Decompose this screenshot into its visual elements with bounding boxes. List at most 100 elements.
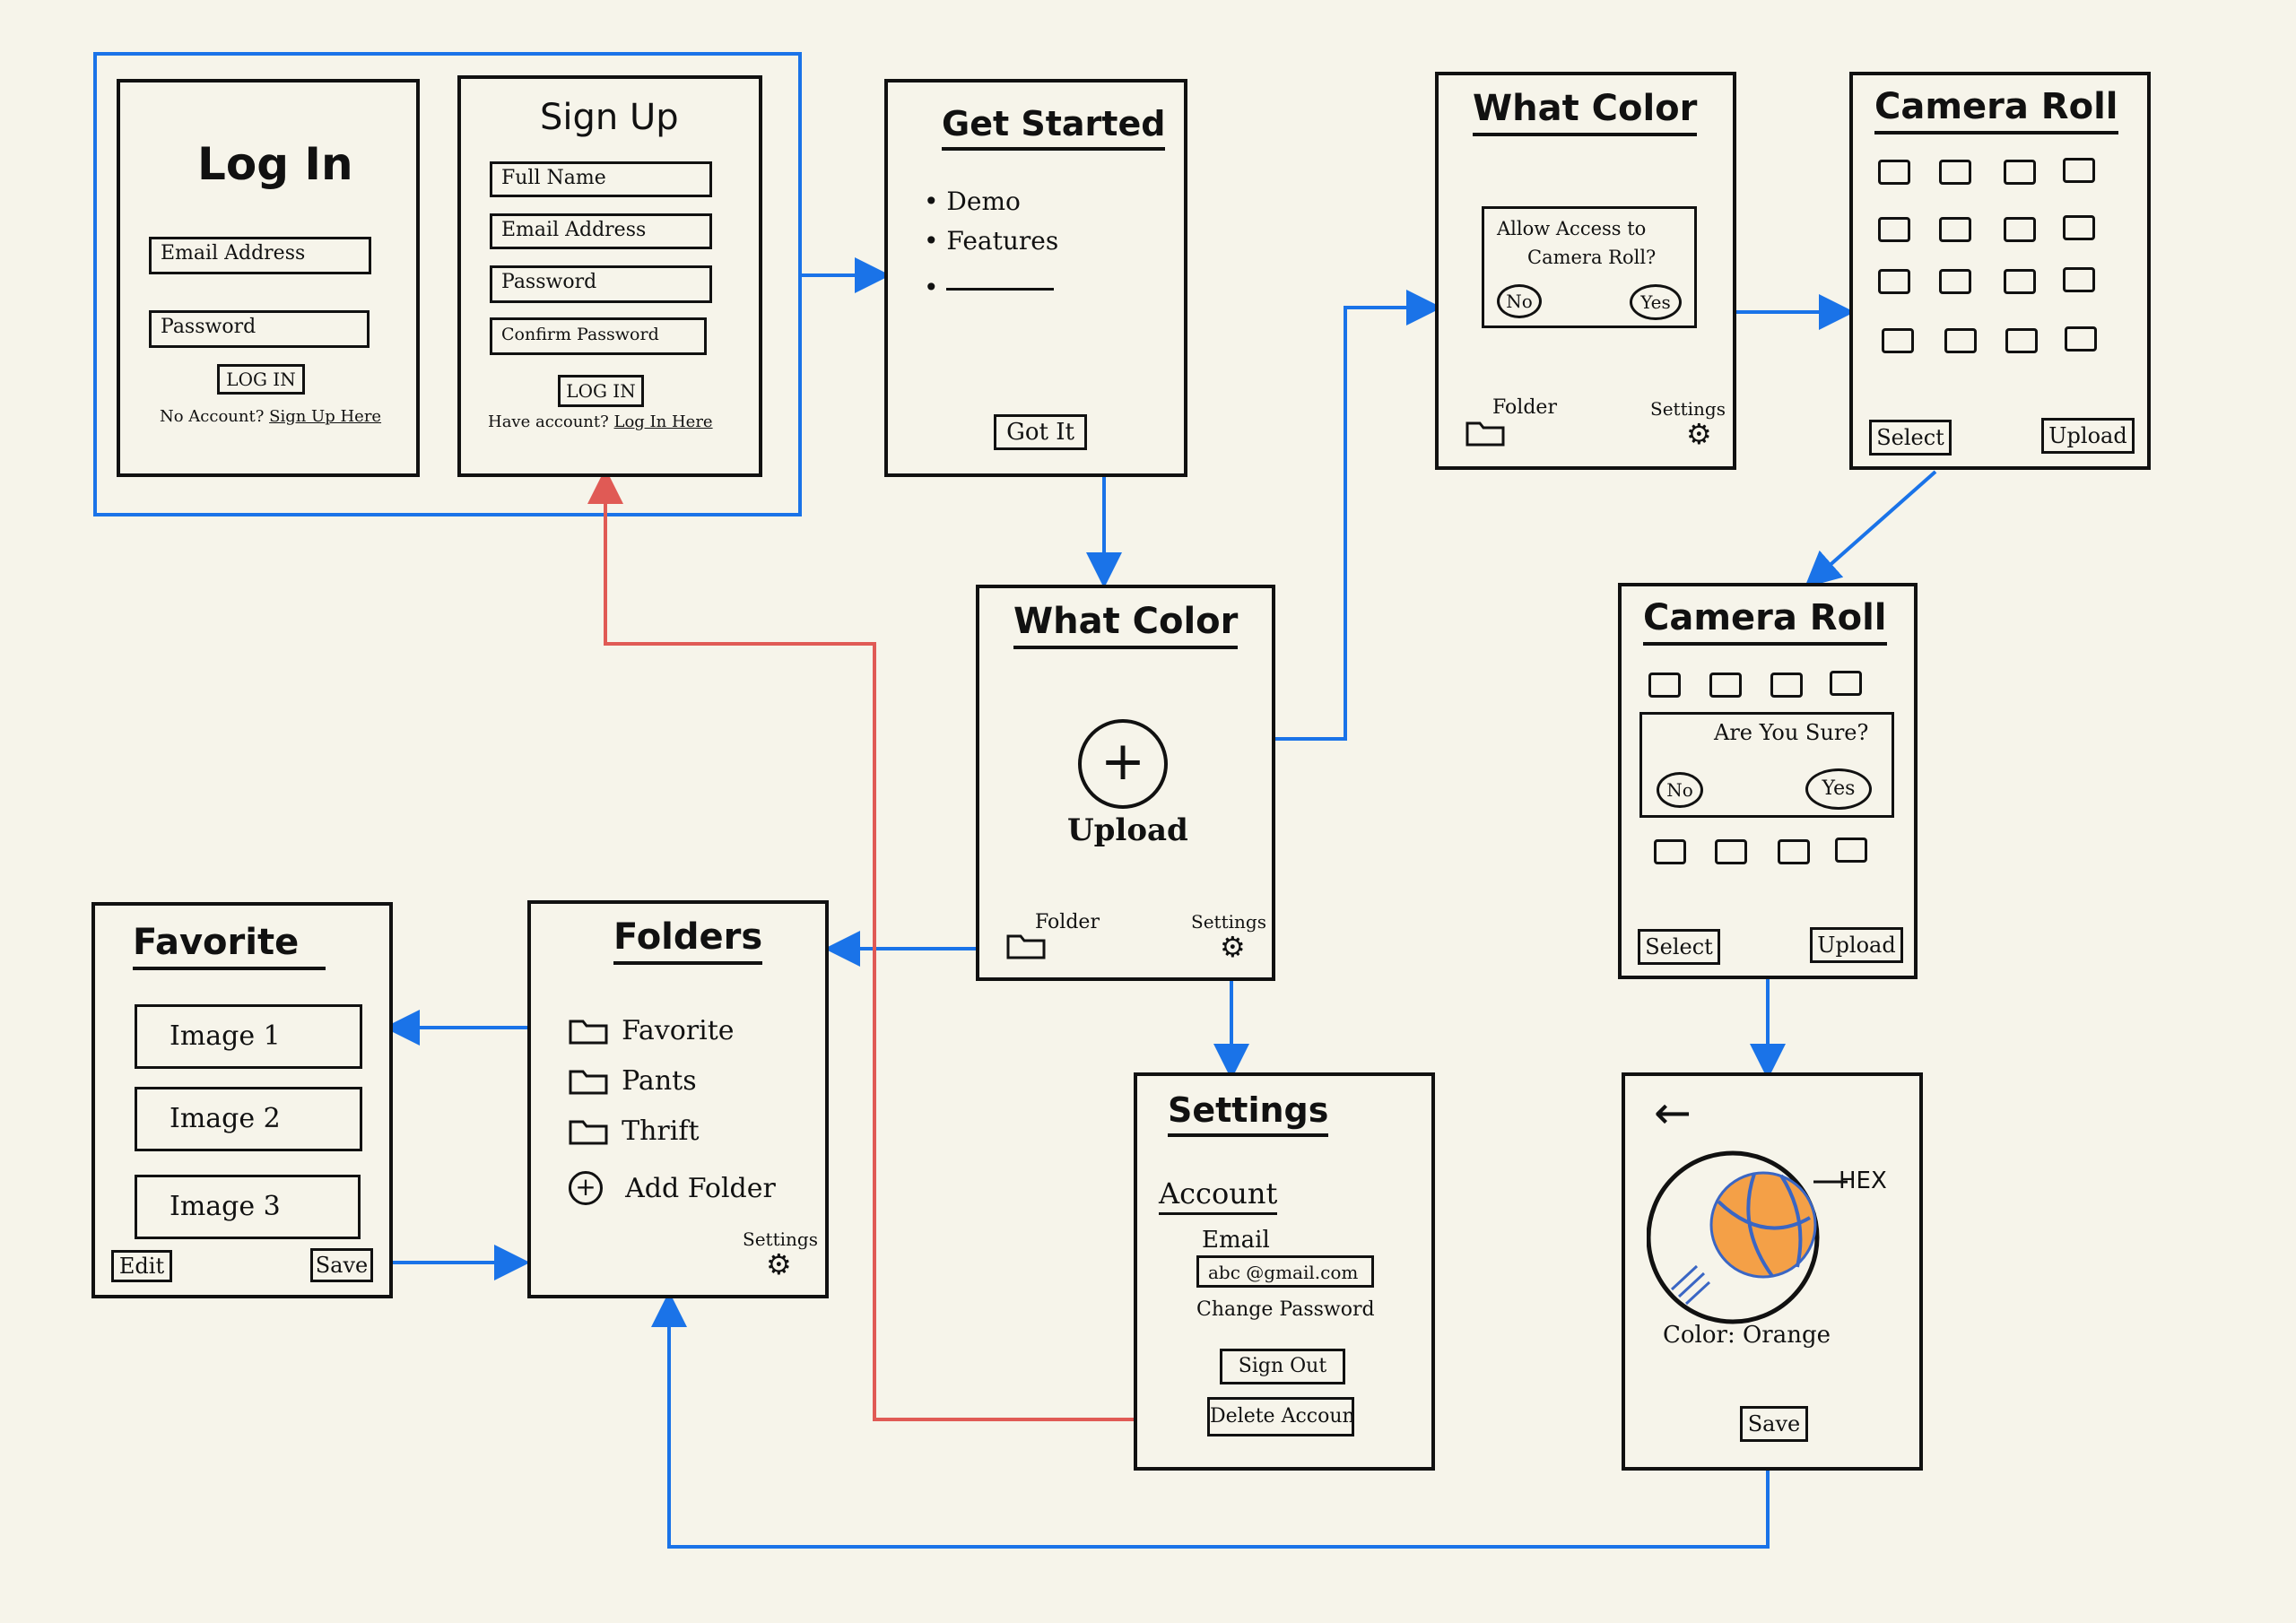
add-folder-button[interactable]: + Add Folder (569, 1171, 776, 1205)
photo-thumbnail[interactable] (1709, 673, 1742, 698)
settings-screen: Settings Account Email abc @gmail.com Ch… (1134, 1072, 1435, 1471)
yes-button[interactable]: Yes (1630, 284, 1682, 320)
edit-button[interactable]: Edit (111, 1250, 172, 1282)
change-password-link[interactable]: Change Password (1196, 1298, 1375, 1321)
folder-icon[interactable] (1465, 420, 1505, 447)
page-title: What Color (1473, 88, 1698, 136)
photo-thumbnail[interactable] (2005, 328, 2038, 353)
hex-label: HEX (1839, 1167, 1887, 1194)
folder-name: Favorite (622, 1015, 735, 1046)
photo-thumbnail[interactable] (2063, 267, 2095, 292)
gear-icon[interactable]: ⚙ (1686, 417, 1712, 451)
signup-link[interactable]: Sign Up Here (269, 407, 382, 426)
confirm-password-field[interactable]: Confirm Password (490, 317, 707, 355)
account-heading: Account (1159, 1176, 1278, 1215)
folder-name: Pants (622, 1065, 697, 1097)
dialog-text-line2: Camera Roll? (1527, 247, 1657, 268)
photo-thumbnail[interactable] (1944, 328, 1977, 353)
image-item[interactable]: Image 3 (135, 1175, 361, 1239)
bullet-text: Features (946, 226, 1059, 256)
photo-thumbnail[interactable] (1648, 673, 1681, 698)
what-color-permission-screen: What Color Allow Access to Camera Roll? … (1435, 72, 1736, 470)
photo-thumbnail[interactable] (1654, 839, 1686, 864)
photo-thumbnail[interactable] (2065, 326, 2097, 352)
photo-thumbnail[interactable] (1715, 839, 1747, 864)
yes-button[interactable]: Yes (1805, 768, 1872, 810)
page-title: Sign Up (540, 97, 679, 138)
password-field[interactable]: Password (149, 310, 370, 348)
photo-thumbnail[interactable] (1939, 269, 1971, 294)
folder-item[interactable]: Thrift (569, 1115, 700, 1147)
gear-icon[interactable]: ⚙ (766, 1247, 792, 1281)
upload-button[interactable]: Upload (2041, 418, 2135, 454)
page-title: What Color (1013, 601, 1239, 649)
login-prompt: Have account? Log In Here (488, 412, 713, 431)
favorite-screen: Favorite Image 1 Image 2 Image 3 Edit Sa… (91, 902, 393, 1298)
login-button[interactable]: LOG IN (217, 364, 305, 395)
folder-item[interactable]: Pants (569, 1065, 697, 1097)
settings-label[interactable]: Settings (1191, 911, 1266, 933)
folders-screen: Folders Favorite Pants Thrift + Add Fold… (527, 900, 829, 1298)
image-item[interactable]: Image 2 (135, 1087, 362, 1151)
upload-button[interactable]: Upload (1810, 927, 1903, 963)
delete-account-button[interactable]: Delete Account (1207, 1397, 1354, 1436)
photo-thumbnail[interactable] (2063, 215, 2095, 240)
add-folder-label: Add Folder (625, 1172, 776, 1204)
photo-thumbnail[interactable] (1878, 160, 1910, 185)
save-button[interactable]: Save (310, 1248, 373, 1282)
login-screen: Log In Email Address Password LOG IN No … (117, 79, 420, 477)
photo-thumbnail[interactable] (1778, 839, 1810, 864)
page-title: Folders (613, 916, 763, 965)
page-title: Camera Roll (1874, 86, 2118, 135)
photo-thumbnail[interactable] (2004, 160, 2036, 185)
email-value[interactable]: abc @gmail.com (1196, 1255, 1374, 1288)
photo-thumbnail[interactable] (1830, 671, 1862, 696)
no-button[interactable]: No (1657, 772, 1703, 808)
select-button[interactable]: Select (1638, 929, 1720, 965)
email-field[interactable]: Email Address (490, 213, 712, 249)
gear-icon[interactable]: ⚙ (1220, 930, 1246, 964)
page-title: Camera Roll (1643, 597, 1887, 646)
no-button[interactable]: No (1497, 284, 1542, 318)
plus-icon: + (1100, 730, 1146, 793)
photo-thumbnail[interactable] (1878, 217, 1910, 242)
signup-screen: Sign Up Full Name Email Address Password… (457, 75, 762, 477)
bullet-text: Demo (946, 187, 1021, 216)
upload-plus-button[interactable]: + (1078, 719, 1168, 809)
select-button[interactable]: Select (1869, 420, 1952, 456)
settings-label[interactable]: Settings (1650, 398, 1726, 420)
sign-out-button[interactable]: Sign Out (1220, 1349, 1345, 1384)
image-item[interactable]: Image 1 (135, 1004, 362, 1069)
photo-thumbnail[interactable] (1878, 269, 1910, 294)
arrow-cameraroll-to-confirm (1805, 470, 1937, 588)
permission-dialog: Allow Access to Camera Roll? No Yes (1482, 206, 1697, 328)
page-title: Get Started (942, 104, 1166, 151)
photo-thumbnail[interactable] (1882, 328, 1914, 353)
folder-label[interactable]: Folder (1035, 911, 1100, 933)
folder-icon (569, 1070, 608, 1094)
folder-icon[interactable] (1006, 933, 1046, 959)
folder-label[interactable]: Folder (1492, 396, 1557, 419)
got-it-button[interactable]: Got It (994, 414, 1087, 450)
photo-thumbnail[interactable] (1939, 160, 1971, 185)
photo-thumbnail[interactable] (2063, 158, 2095, 183)
login-button[interactable]: LOG IN (558, 375, 644, 407)
folder-icon (569, 1120, 608, 1144)
login-link[interactable]: Log In Here (613, 412, 713, 431)
back-arrow-icon[interactable]: ← (1654, 1087, 1692, 1139)
dialog-text: Are You Sure? (1714, 720, 1869, 745)
page-title: Favorite (133, 922, 326, 970)
photo-thumbnail[interactable] (2004, 269, 2036, 294)
full-name-field[interactable]: Full Name (490, 161, 712, 197)
email-field[interactable]: Email Address (149, 237, 371, 274)
folder-icon (569, 1020, 608, 1044)
photo-thumbnail[interactable] (1835, 838, 1867, 863)
color-result-screen: ← HEX Color: Orange Save (1622, 1072, 1923, 1471)
folder-item[interactable]: Favorite (569, 1015, 735, 1046)
settings-label[interactable]: Settings (743, 1228, 818, 1250)
photo-thumbnail[interactable] (1770, 673, 1803, 698)
photo-thumbnail[interactable] (2004, 217, 2036, 242)
photo-thumbnail[interactable] (1939, 217, 1971, 242)
password-field[interactable]: Password (490, 265, 712, 303)
save-button[interactable]: Save (1740, 1406, 1808, 1442)
